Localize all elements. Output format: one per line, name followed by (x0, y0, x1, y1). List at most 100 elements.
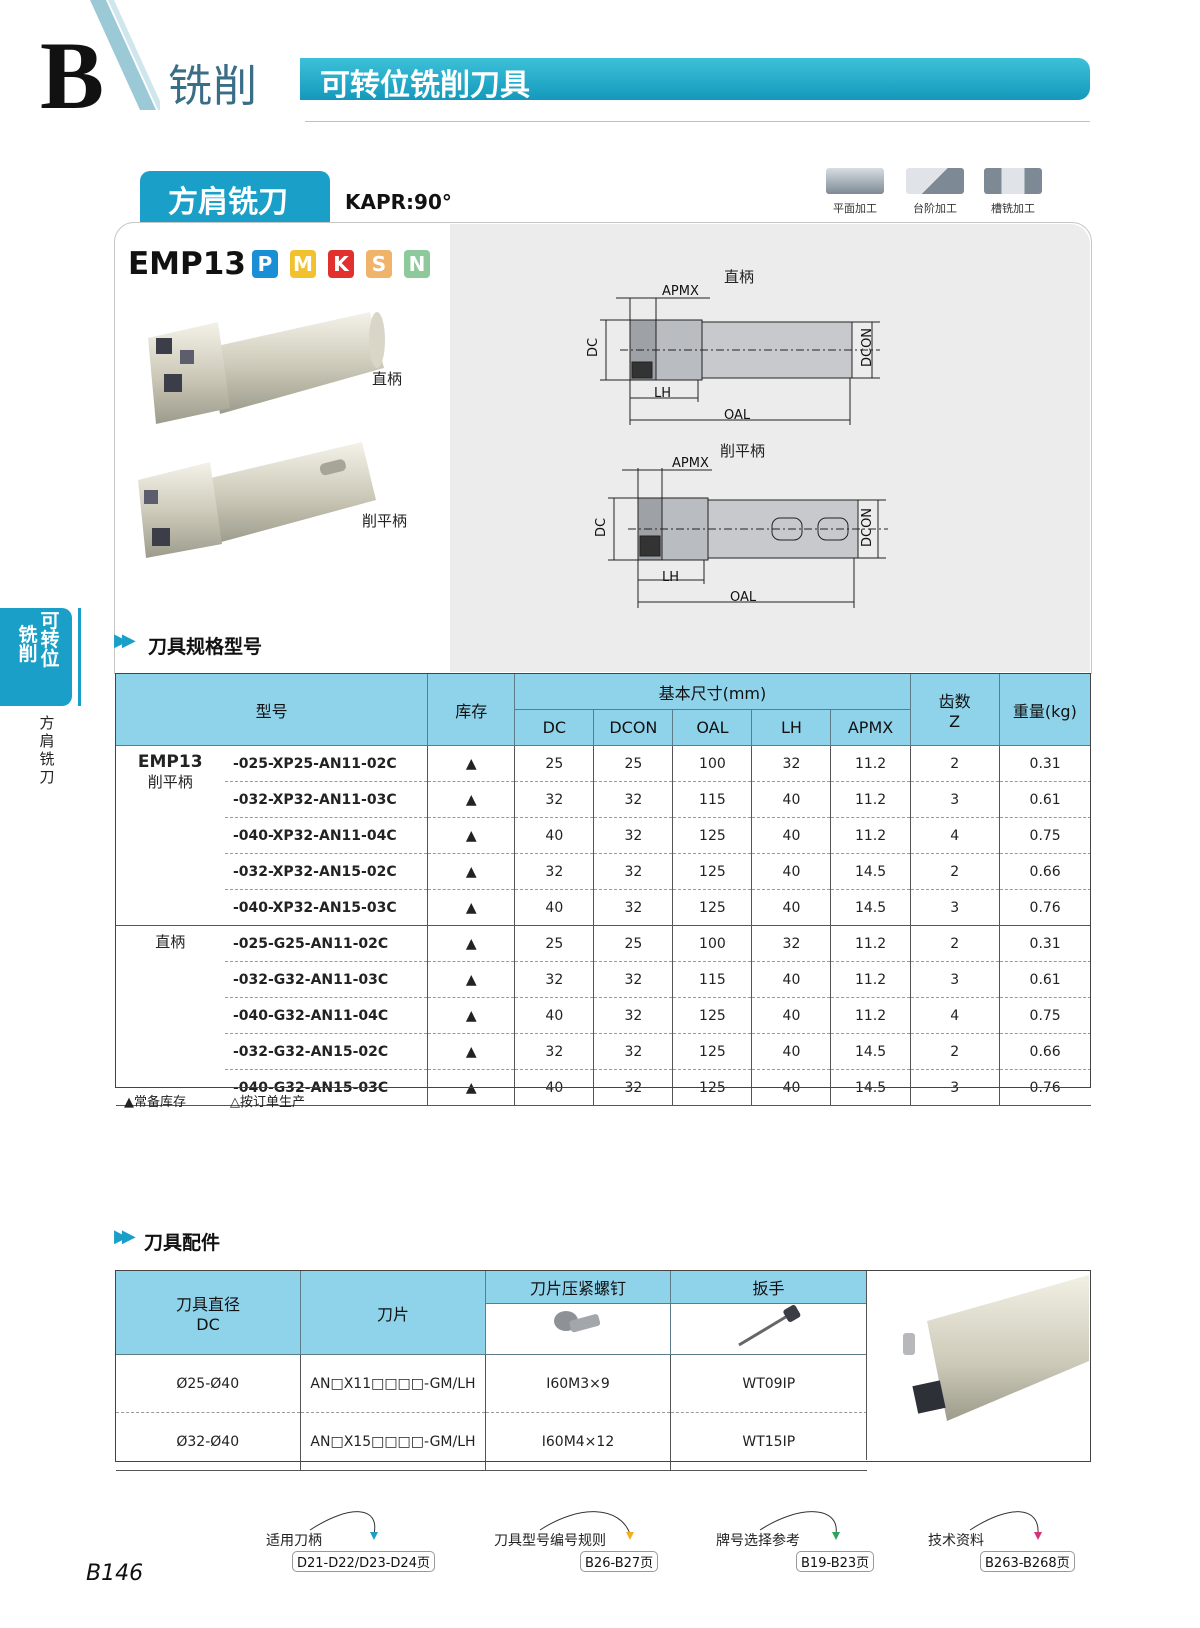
ref-link-naming[interactable]: B26-B27页 (580, 1551, 659, 1572)
cell-dcon: 32 (593, 781, 673, 818)
header-model: 型号 (114, 673, 429, 746)
cell-dcon: 32 (593, 1069, 673, 1106)
cell-oal: 125 (672, 1069, 752, 1106)
acc-cell-wrench: WT15IP (670, 1412, 867, 1471)
cell-stock: ▲ (427, 853, 515, 890)
header-dc: DC (514, 709, 595, 746)
header-bar (300, 58, 1090, 100)
header-basic-dims: 基本尺寸(mm) (514, 673, 911, 710)
straight-dc-label: DC (586, 337, 602, 358)
ref-label-naming: 刀具型号编号规则 (494, 1533, 606, 1549)
page-number: B146 (86, 1561, 144, 1586)
cell-dc: 40 (514, 997, 594, 1034)
ref-link-grade[interactable]: B19-B23页 (796, 1551, 875, 1572)
weldon-shank-caption: 削平柄 (362, 512, 408, 530)
section-arrow-icon: ▶▶ (114, 630, 136, 651)
cell-stock: ▲ (427, 781, 515, 818)
cell-lh: 40 (751, 817, 831, 854)
cell-weight: 0.75 (998, 997, 1091, 1034)
cell-dcon: 32 (593, 1033, 673, 1070)
cell-stock: ▲ (427, 1033, 515, 1070)
accessories-arrow-icon: ▶▶ (114, 1226, 136, 1247)
ref-link-tech[interactable]: B263-B268页 (980, 1551, 1075, 1572)
cell-weight: 0.75 (998, 817, 1091, 854)
iso-badge-n: N (404, 250, 430, 278)
header-teeth-label: 齿数 (938, 692, 971, 711)
cell-dc: 25 (514, 925, 594, 962)
header-apmx: APMX (830, 709, 911, 746)
cell-weight: 0.61 (998, 961, 1091, 998)
accessories-title: 刀具配件 (144, 1232, 221, 1254)
group-shank-type: 直柄 (155, 933, 186, 951)
cell-z: 2 (909, 745, 1000, 782)
straight-lh-label: LH (654, 386, 672, 401)
iso-letter: P (257, 252, 273, 276)
cell-apmx: 11.2 (830, 925, 911, 962)
cell-oal: 125 (672, 817, 752, 854)
weldon-shank-tool-image (130, 440, 380, 560)
iso-letter: N (408, 252, 426, 276)
straight-apmx-label: APMX (662, 284, 699, 299)
iso-badge-k: K (328, 250, 354, 278)
header-rule (305, 121, 1090, 122)
weldon-lh-label: LH (662, 570, 680, 585)
header-weight: 重量(kg) (998, 673, 1092, 746)
cell-dc: 32 (514, 781, 594, 818)
ref-label-holder: 适用刀柄 (266, 1533, 322, 1549)
straight-drawing-title: 直柄 (724, 268, 755, 286)
spec-section-title: 刀具规格型号 (148, 636, 263, 658)
section-tab (140, 171, 330, 223)
acc-header-screw: 刀片压紧螺钉 (485, 1270, 671, 1304)
cell-weight: 0.66 (998, 853, 1091, 890)
iso-badge-m: M (290, 250, 316, 278)
cell-dcon: 32 (593, 997, 673, 1034)
chapter-letter: B (40, 22, 105, 129)
cell-dc: 25 (514, 745, 594, 782)
cell-model: -040-G32-AN11-04C (224, 997, 428, 1034)
cell-dc: 40 (514, 817, 594, 854)
cell-dcon: 25 (593, 925, 673, 962)
straight-shank-caption: 直柄 (372, 370, 403, 388)
side-tab-text-2: 可转位 (40, 610, 60, 670)
acc-cell-diameter: Ø25-Ø40 (115, 1354, 301, 1413)
cell-z: 3 (909, 889, 1000, 926)
acc-cell-insert: AN□X15□□□□-GM/LH (300, 1412, 486, 1471)
cell-stock: ▲ (427, 745, 515, 782)
cell-dcon: 25 (593, 745, 673, 782)
acc-header-insert: 刀片 (300, 1270, 486, 1355)
side-chapter-tab[interactable] (0, 608, 72, 706)
cell-oal: 115 (672, 961, 752, 998)
acc-header-diameter-label: 刀具直径 (175, 1295, 240, 1314)
acc-header-diameter-dc: DC (196, 1315, 220, 1334)
cell-weight: 0.76 (998, 1069, 1091, 1106)
cell-oal: 125 (672, 997, 752, 1034)
cell-dc: 32 (514, 961, 594, 998)
cell-stock: ▲ (427, 925, 515, 962)
series-name: EMP13 (128, 246, 246, 282)
cell-apmx: 11.2 (830, 817, 911, 854)
cell-apmx: 11.2 (830, 781, 911, 818)
ref-link-holder[interactable]: D21-D22/D23-D24页 (292, 1551, 435, 1572)
footer-arrow-icons (309, 1511, 1042, 1540)
cell-weight: 0.31 (998, 925, 1091, 962)
header-oal: OAL (672, 709, 753, 746)
cell-apmx: 11.2 (830, 961, 911, 998)
acc-cell-wrench: WT09IP (670, 1354, 867, 1413)
cell-weight: 0.76 (998, 889, 1091, 926)
cell-z: 2 (909, 925, 1000, 962)
header-slash-decoration (90, 0, 160, 110)
cell-model: -025-XP25-AN11-02C (224, 745, 428, 782)
cell-model: -032-XP32-AN11-03C (224, 781, 428, 818)
weldon-dcon-label: DCON (860, 507, 876, 548)
cell-lh: 40 (751, 889, 831, 926)
screw-icon (554, 1311, 601, 1333)
cell-oal: 125 (672, 853, 752, 890)
straight-oal-label: OAL (724, 408, 751, 423)
